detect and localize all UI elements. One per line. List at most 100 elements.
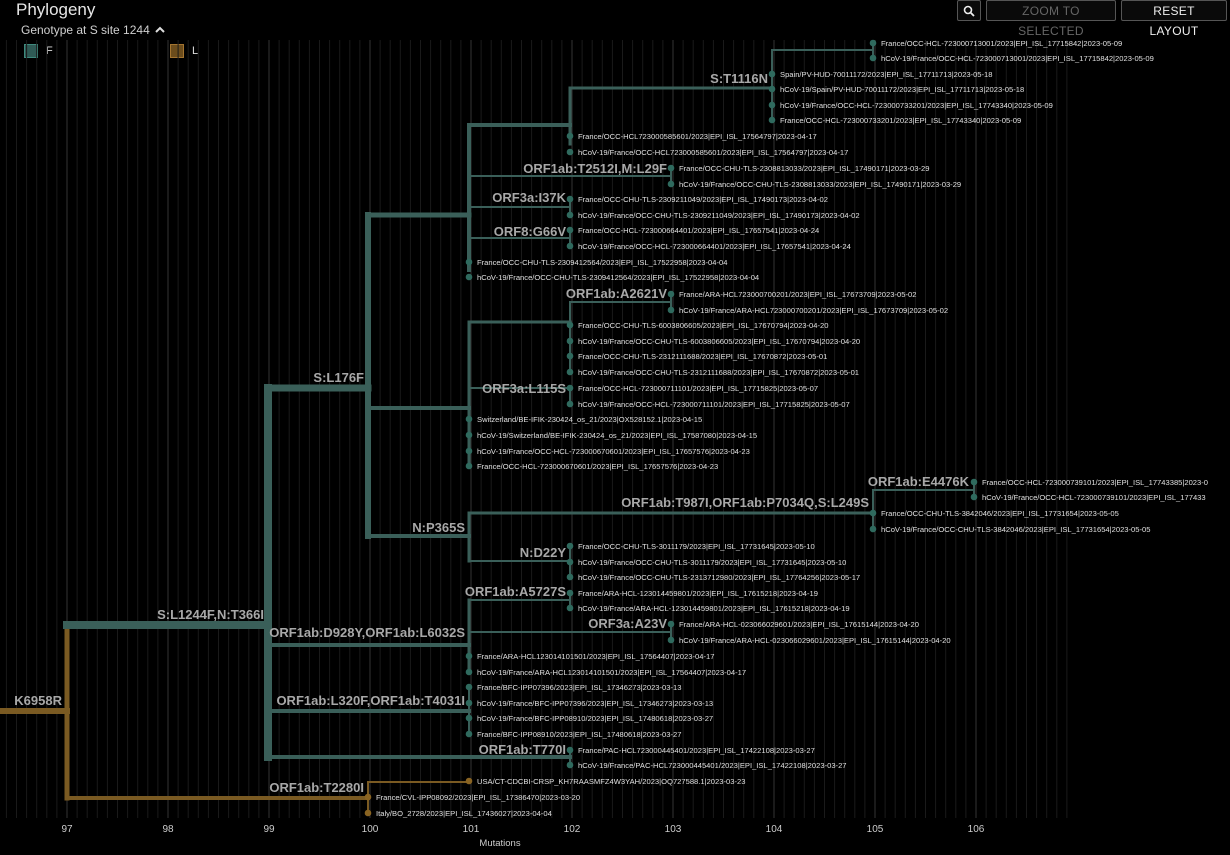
- tip-node[interactable]: [566, 352, 574, 360]
- tip-node[interactable]: [465, 777, 473, 785]
- legend-label-l: L: [192, 45, 199, 57]
- tip-node[interactable]: [768, 101, 776, 109]
- tip-node[interactable]: [566, 542, 574, 550]
- tip-label: hCoV-19/France/OCC-HCL-723000664401/2023…: [578, 242, 851, 251]
- tip-label: hCoV-19/France/PAC-HCL723000445401/2023|…: [578, 761, 847, 770]
- x-axis-title: Mutations: [479, 838, 521, 849]
- tip-node[interactable]: [566, 761, 574, 769]
- mutation-label: ORF1ab:T770I: [479, 742, 566, 757]
- tip-node[interactable]: [566, 604, 574, 612]
- tip-label: France/OCC-HCL-723000733201/2023|EPI_ISL…: [780, 116, 1021, 125]
- tip-label: France/ARA-HCL723000700201/2023|EPI_ISL_…: [679, 290, 916, 299]
- search-button[interactable]: [957, 0, 981, 21]
- tip-node[interactable]: [465, 462, 473, 470]
- tip-label: Spain/PV-HUD-70011172/2023|EPI_ISL_17711…: [780, 70, 993, 79]
- tip-node[interactable]: [465, 730, 473, 738]
- tip-node[interactable]: [465, 699, 473, 707]
- tip-node[interactable]: [566, 148, 574, 156]
- tip-label: hCoV-19/France/OCC-HCL723000585601/2023|…: [578, 148, 848, 157]
- tip-label: hCoV-19/France/OCC-CHU-TLS-2309211049/20…: [578, 211, 860, 220]
- tip-label: hCoV-19/France/BFC-IPP08910/2023|EPI_ISL…: [477, 714, 713, 723]
- tip-label: Italy/BO_2728/2023|EPI_ISL_17436027|2023…: [376, 809, 552, 818]
- axis-tick-label: 105: [867, 824, 884, 835]
- tip-label: France/OCC-HCL723000585601/2023|EPI_ISL_…: [578, 132, 817, 141]
- grid-lines: [5, 40, 1068, 818]
- tip-node[interactable]: [667, 636, 675, 644]
- legend-item-l[interactable]: L: [170, 44, 198, 58]
- tip-node[interactable]: [465, 447, 473, 455]
- tip-node[interactable]: [869, 54, 877, 62]
- tip-node[interactable]: [465, 714, 473, 722]
- tip-node[interactable]: [566, 746, 574, 754]
- legend-item-f[interactable]: F: [24, 44, 53, 58]
- tip-node[interactable]: [566, 321, 574, 329]
- mutation-label: ORF1ab:E4476K: [868, 474, 970, 489]
- tip-node[interactable]: [869, 39, 877, 47]
- tip-node[interactable]: [667, 306, 675, 314]
- axis-tick-label: 98: [162, 824, 174, 835]
- tip-label: hCoV-19/France/OCC-CHU-TLS-3011179/2023|…: [578, 558, 846, 567]
- tip-node[interactable]: [667, 290, 675, 298]
- tip-label: hCoV-19/France/OCC-CHU-TLS-2308813033/20…: [679, 180, 961, 189]
- tip-node[interactable]: [566, 337, 574, 345]
- zoom-to-selected-button[interactable]: ZOOM TO SELECTED: [986, 0, 1116, 38]
- tip-label: hCoV-19/France/ARA-HCL723000700201/2023|…: [679, 306, 948, 315]
- tip-node[interactable]: [566, 400, 574, 408]
- tip-node[interactable]: [566, 368, 574, 376]
- tip-node[interactable]: [768, 70, 776, 78]
- tip-node[interactable]: [566, 132, 574, 140]
- tip-node[interactable]: [566, 195, 574, 203]
- tip-node[interactable]: [970, 478, 978, 486]
- mutation-label: ORF1ab:A2621V: [566, 286, 667, 301]
- tip-node[interactable]: [869, 525, 877, 533]
- tip-label: France/PAC-HCL723000445401/2023|EPI_ISL_…: [578, 746, 815, 755]
- reset-layout-button[interactable]: RESET LAYOUT: [1121, 0, 1227, 38]
- tip-node[interactable]: [566, 558, 574, 566]
- mutation-label: S:T1116N: [710, 71, 768, 86]
- tip-node[interactable]: [465, 668, 473, 676]
- mutation-label: ORF1ab:T2512I,M:L29F: [523, 161, 667, 176]
- tip-node[interactable]: [566, 242, 574, 250]
- tip-node[interactable]: [364, 793, 372, 801]
- tip-node[interactable]: [667, 164, 675, 172]
- tip-node[interactable]: [465, 652, 473, 660]
- legend-label-f: F: [46, 45, 53, 57]
- axis-tick-label: 97: [61, 824, 73, 835]
- tip-node[interactable]: [566, 384, 574, 392]
- tip-node[interactable]: [869, 509, 877, 517]
- tip-label: France/BFC-IPP07396/2023|EPI_ISL_1734627…: [477, 683, 681, 692]
- mutation-label: ORF1ab:L320F,ORF1ab:T4031I: [276, 693, 465, 708]
- tip-node[interactable]: [768, 85, 776, 93]
- mutation-label: ORF3a:L115S: [482, 381, 566, 396]
- tip-node[interactable]: [566, 573, 574, 581]
- tip-node[interactable]: [566, 589, 574, 597]
- chevron-up-icon[interactable]: [154, 24, 166, 36]
- tip-node[interactable]: [970, 493, 978, 501]
- tip-node[interactable]: [465, 273, 473, 281]
- tip-label: France/OCC-HCL-723000664401/2023|EPI_ISL…: [578, 226, 819, 235]
- tip-label: France/ARA-HCL123014101501/2023|EPI_ISL_…: [477, 652, 714, 661]
- axis-tick-label: 101: [463, 824, 480, 835]
- tip-node[interactable]: [667, 180, 675, 188]
- mutation-label: ORF1ab:T987I,ORF1ab:P7034Q,S:L249S: [621, 495, 869, 510]
- branch-labels: K6958RS:L1244F,N:T366IORF1ab:T2280IS:L17…: [14, 71, 969, 795]
- tip-label: France/OCC-CHU-TLS-2308813033/2023|EPI_I…: [679, 164, 929, 173]
- panel-title: Phylogeny: [16, 0, 96, 19]
- tip-node[interactable]: [465, 258, 473, 266]
- tip-label: hCoV-19/France/ARA-HCL-123014459801/2023…: [578, 604, 850, 613]
- tip-node[interactable]: [768, 116, 776, 124]
- axis-tick-label: 103: [665, 824, 682, 835]
- legend-title[interactable]: Genotype at S site 1244: [21, 23, 166, 37]
- tip-node[interactable]: [566, 226, 574, 234]
- tip-label: hCoV-19/France/OCC-HCL-723000739101/2023…: [982, 493, 1206, 502]
- tip-node[interactable]: [566, 211, 574, 219]
- tip-node[interactable]: [465, 683, 473, 691]
- tip-node[interactable]: [667, 620, 675, 628]
- mutation-label: S:L1244F,N:T366I: [157, 607, 264, 622]
- tip-label: France/OCC-CHU-TLS-3842046/2023|EPI_ISL_…: [881, 509, 1119, 518]
- tip-node[interactable]: [465, 415, 473, 423]
- tip-node[interactable]: [364, 809, 372, 817]
- tip-node[interactable]: [465, 431, 473, 439]
